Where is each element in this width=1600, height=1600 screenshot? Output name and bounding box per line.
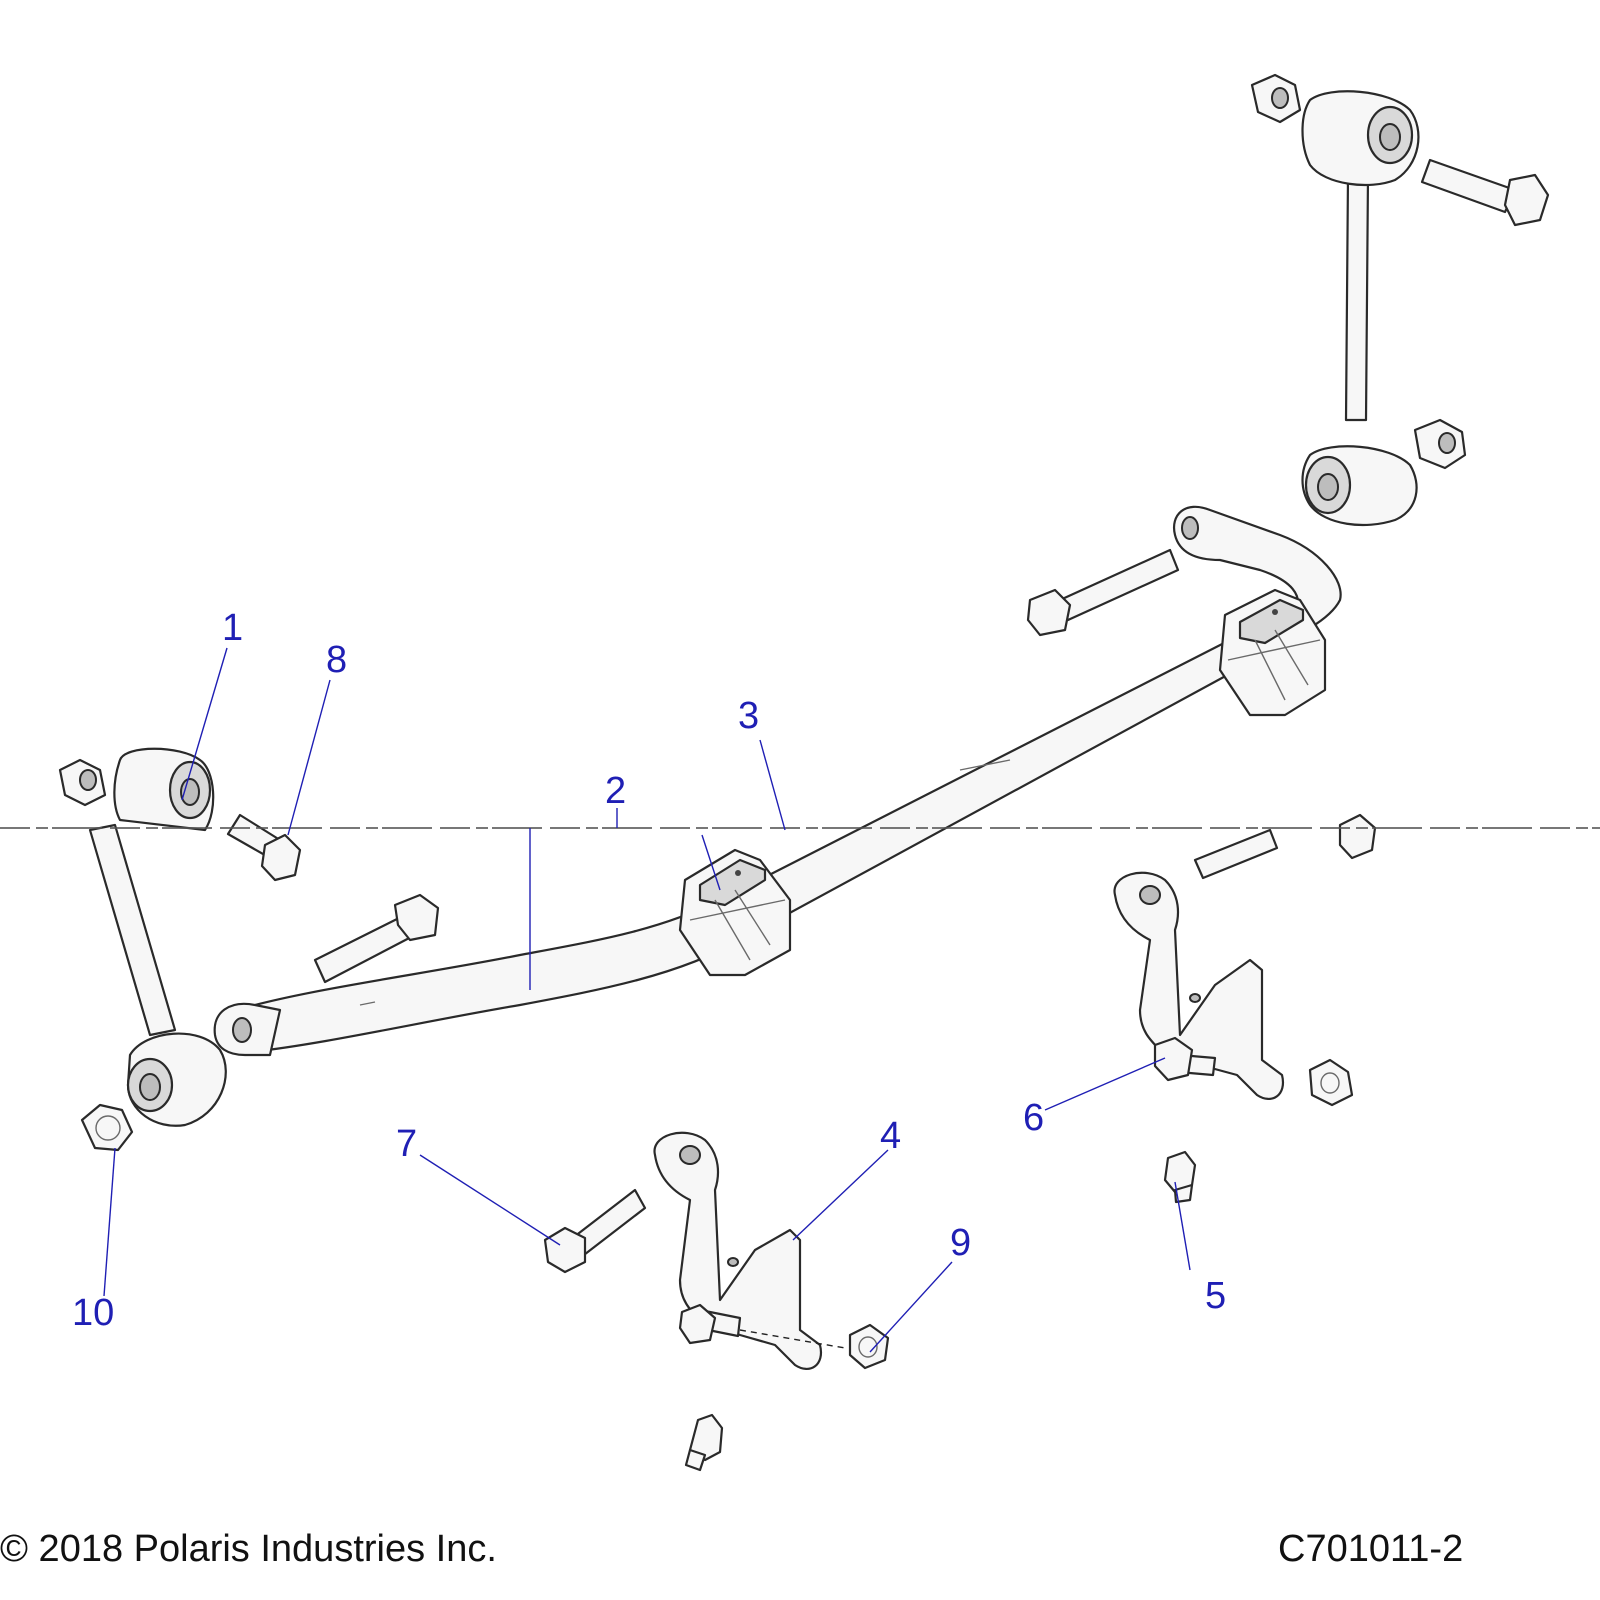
callout-6: 6 [1023, 1097, 1044, 1139]
bushing-left [678, 848, 792, 977]
callout-labels: 1 2 3 4 5 6 7 8 9 10 [72, 607, 1226, 1334]
callout-9: 9 [950, 1222, 971, 1264]
callout-8: 8 [326, 639, 347, 681]
callout-10: 10 [72, 1292, 114, 1334]
callout-1: 1 [222, 607, 243, 649]
bolt-6 [1153, 1036, 1217, 1082]
callout-7: 7 [396, 1123, 417, 1165]
drawing-number: C701011-2 [1278, 1528, 1464, 1570]
bolt-center-left [313, 893, 440, 984]
callout-4: 4 [880, 1115, 901, 1157]
callout-2: 2 [605, 770, 626, 812]
bracket-right [1113, 871, 1285, 1100]
bolt-upper-right [1193, 813, 1377, 880]
grease-fitting-5 [1163, 1150, 1197, 1204]
grease-fitting-lower [684, 1413, 724, 1472]
callout-3: 3 [738, 695, 759, 737]
bolt-7 [543, 1188, 647, 1274]
link-left [58, 747, 302, 1152]
copyright-notice: © 2018 Polaris Industries Inc. [0, 1528, 497, 1570]
bolt-9-assembly [678, 1303, 890, 1370]
nut-right [1308, 1058, 1354, 1107]
bushing-right [1218, 588, 1327, 717]
link-right [1026, 73, 1550, 637]
leader-lines [103, 647, 1191, 1353]
callout-5: 5 [1205, 1275, 1226, 1317]
